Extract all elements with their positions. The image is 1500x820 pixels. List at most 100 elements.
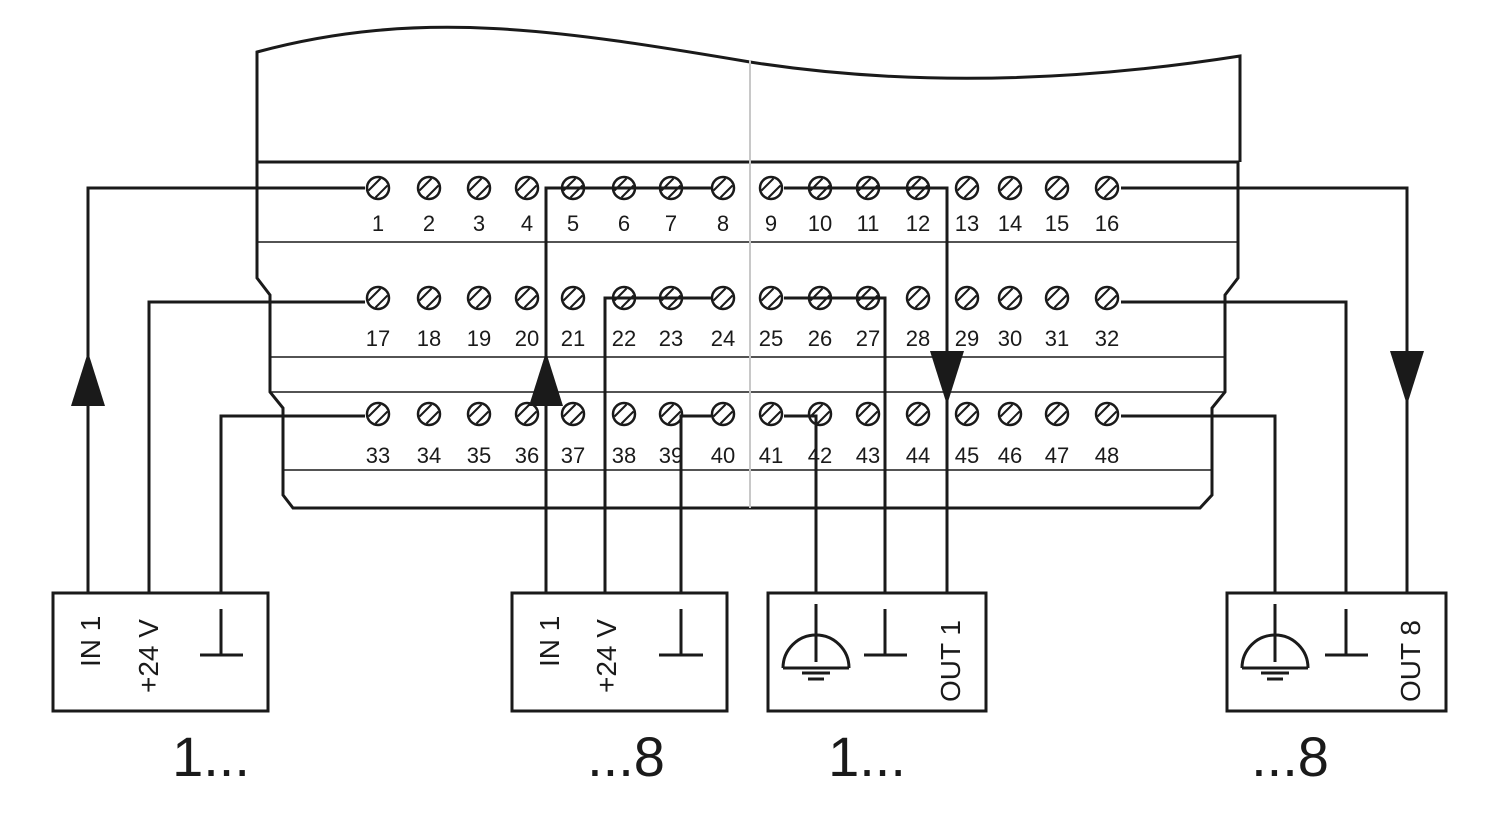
input-first-in-label: IN 1 [75,616,106,667]
terminal-screw-42 [807,401,833,427]
terminal-screw-37 [560,401,586,427]
terminal-number-18: 18 [417,326,441,351]
terminal-screw-45 [954,401,980,427]
terminal-number-41: 41 [759,443,783,468]
terminal-screw-18 [416,285,442,311]
terminal-number-48: 48 [1095,443,1119,468]
ground-symbol-icon [864,609,907,657]
input-last-in-label: IN 1 [534,616,565,667]
terminal-number-21: 21 [561,326,585,351]
terminal-screw-25 [758,285,784,311]
terminal-number-47: 47 [1045,443,1069,468]
ground-symbol-icon [659,609,703,657]
terminal-number-8: 8 [717,211,729,236]
arrow-down-output-1 [930,351,964,405]
terminal-number-44: 44 [906,443,930,468]
arrow-down-output-8 [1390,351,1424,405]
input-first-caption: 1... [172,725,250,788]
terminal-screw-20 [514,285,540,311]
device-output-last: OUT 8 ...8 [1225,591,1448,788]
terminal-number-45: 45 [955,443,979,468]
terminal-number-5: 5 [567,211,579,236]
device-output-first: OUT 1 1... [766,591,988,788]
arrow-up-input-8 [529,352,563,406]
terminal-screw-2 [416,175,442,201]
wire-earth-to-terminal-48 [1121,414,1277,593]
terminal-number-39: 39 [659,443,683,468]
terminal-number-14: 14 [998,211,1022,236]
terminal-screw-28 [905,285,931,311]
terminal-screw-21 [560,285,586,311]
terminal-number-11: 11 [857,211,880,236]
wire-ground-to-terminal-32 [1121,300,1348,593]
terminal-number-38: 38 [612,443,636,468]
terminal-number-35: 35 [467,443,491,468]
wire-earth-to-terminal-41 [784,414,818,593]
terminal-number-31: 31 [1045,326,1069,351]
input-first-supply-label: +24 V [133,619,164,693]
terminal-number-46: 46 [998,443,1022,468]
housing-top-outline [255,25,1242,162]
input-last-caption: ...8 [587,725,665,788]
terminal-number-6: 6 [618,211,630,236]
wire-in1-to-terminal-1 [86,186,365,593]
terminal-number-13: 13 [955,211,979,236]
terminal-screw-44 [905,401,931,427]
output-last-caption: ...8 [1251,725,1329,788]
row-separators [257,241,1238,471]
output-first-caption: 1... [828,725,906,788]
device-input-last: IN 1 +24 V ...8 [510,591,729,788]
terminal-screw-43 [855,401,881,427]
module-housing [255,25,1242,510]
terminal-screw-24 [710,285,736,311]
terminal-number-36: 36 [515,443,539,468]
terminal-screw-34 [416,401,442,427]
terminal-screw-16 [1094,175,1120,201]
terminal-screw-47 [1044,401,1070,427]
terminal-screw-39 [658,401,684,427]
wire-out8-from-terminal-16 [1121,186,1409,593]
terminal-screw-36 [514,401,540,427]
ground-symbol-icon [1325,609,1368,657]
wires [86,186,1409,593]
terminal-screw-33 [365,401,391,427]
terminal-number-9: 9 [765,211,777,236]
terminal-number-10: 10 [808,211,832,236]
terminal-number-17: 17 [366,326,390,351]
terminal-screw-35 [466,401,492,427]
terminal-screw-19 [466,285,492,311]
terminal-number-32: 32 [1095,326,1119,351]
wire-24v-to-terminal-24 [603,296,711,593]
terminal-screw-46 [997,401,1023,427]
input-last-supply-label: +24 V [591,619,622,693]
terminal-screw-48 [1094,401,1120,427]
terminal-number-40: 40 [711,443,735,468]
terminal-number-3: 3 [473,211,485,236]
protective-earth-icon [781,604,851,681]
terminal-number-7: 7 [665,211,677,236]
terminal-screw-30 [997,285,1023,311]
terminal-block-outline [255,160,1240,510]
protective-earth-icon [1240,604,1310,681]
terminal-number-1: 1 [372,211,384,236]
terminal-screw-9 [758,175,784,201]
terminal-number-43: 43 [856,443,880,468]
terminal-number-33: 33 [366,443,390,468]
terminal-screw-13 [954,175,980,201]
wire-ground-to-terminal-33 [219,414,365,593]
arrow-up-input-1 [71,352,105,406]
terminal-number-20: 20 [515,326,539,351]
wire-out1-from-terminal-9 [784,186,949,593]
terminal-screw-15 [1044,175,1070,201]
wire-24v-to-terminal-17 [147,300,365,593]
terminal-number-24: 24 [711,326,735,351]
terminal-screw-14 [997,175,1023,201]
terminal-number-25: 25 [759,326,783,351]
terminal-number-30: 30 [998,326,1022,351]
terminal-number-19: 19 [467,326,491,351]
signal-arrows [71,351,1424,406]
terminal-screw-38 [611,401,637,427]
terminal-screw-41 [758,401,784,427]
